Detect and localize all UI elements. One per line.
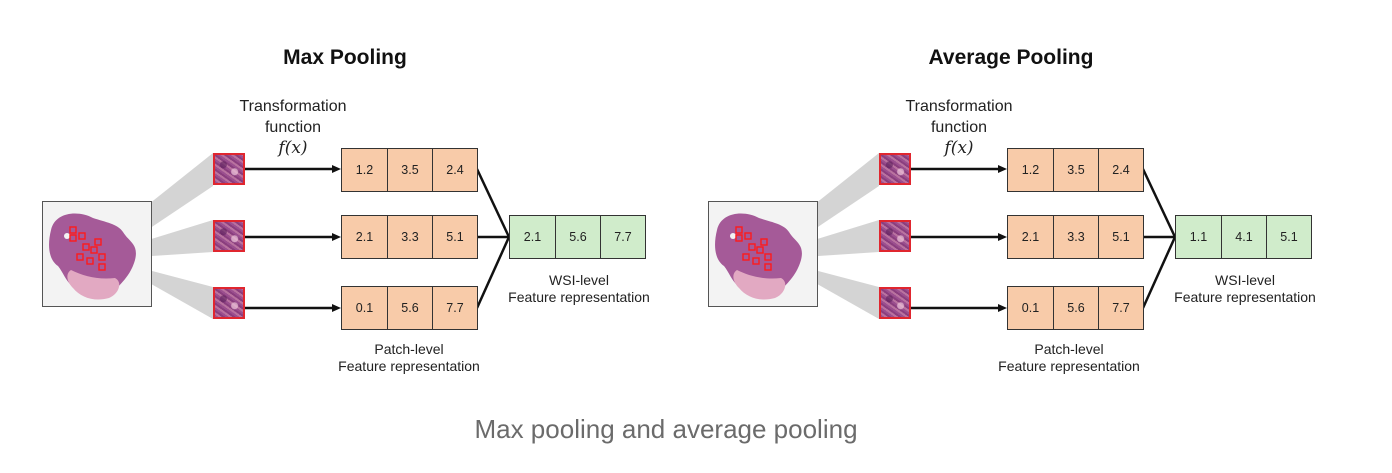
patch-label-line-1: Patch-level	[1034, 341, 1104, 357]
tissue-patch-3	[213, 287, 245, 319]
transform-function-formula: f(x)	[278, 138, 308, 158]
wsi-level-label: WSI-level Feature representation	[1174, 272, 1316, 306]
vector-cell: 5.6	[387, 287, 432, 329]
figure-caption: Max pooling and average pooling	[474, 414, 858, 444]
vector-cell: 1.2	[1021, 163, 1040, 177]
vector-cell: 2.4	[432, 149, 477, 191]
pool-line-1	[475, 168, 511, 238]
vector-cell: 7.7	[432, 287, 477, 329]
average-pooling-panel: Average Pooling Transformation function …	[666, 0, 1346, 400]
tissue-patch-3	[879, 287, 911, 319]
vector-cell: 2.1	[523, 230, 542, 244]
panel-title: Max Pooling	[283, 46, 407, 69]
vector-cell: 7.7	[1098, 287, 1143, 329]
arrow-1	[911, 165, 1007, 173]
wsi-feature-vector: 1.1 4.1 5.1	[1175, 215, 1312, 259]
vector-cell: 1.2	[355, 163, 374, 177]
patch-level-label: Patch-level Feature representation	[998, 341, 1140, 375]
vector-cell: 3.5	[387, 149, 432, 191]
vector-cell: 7.7	[600, 216, 645, 258]
vector-cell: 3.5	[1053, 149, 1098, 191]
tissue-patch-2	[213, 220, 245, 252]
tissue-patch-2	[879, 220, 911, 252]
max-pooling-panel: Max Pooling Transformation function f(x)…	[0, 0, 680, 400]
vector-cell: 3.3	[387, 216, 432, 258]
wsi-feature-vector: 2.1 5.6 7.7	[509, 215, 646, 259]
patch-label-line-2: Feature representation	[998, 358, 1140, 374]
vector-cell: 5.1	[432, 216, 477, 258]
wsi-label-line-1: WSI-level	[549, 272, 609, 288]
transformation-function-label: Transformation function f(x)	[240, 96, 347, 159]
whole-slide-image	[708, 201, 818, 307]
patch-feature-vector-3: 0.1 5.6 7.7	[1007, 286, 1144, 330]
wsi-label-line-2: Feature representation	[1174, 289, 1316, 305]
arrow-3	[911, 304, 1007, 312]
patch-feature-vector-3: 0.1 5.6 7.7	[341, 286, 478, 330]
vector-cell: 5.6	[1053, 287, 1098, 329]
transform-label-line-1: Transformation	[239, 98, 347, 115]
transform-label-line-2: function	[264, 119, 322, 136]
patch-level-label: Patch-level Feature representation	[338, 341, 480, 375]
vector-cell: 2.1	[1021, 230, 1040, 244]
patch-label-line-1: Patch-level	[374, 341, 444, 357]
vector-cell: 1.1	[1189, 230, 1208, 244]
patch-label-line-2: Feature representation	[338, 358, 480, 374]
pool-line-3	[1141, 236, 1177, 309]
pool-line-3	[475, 236, 511, 309]
vector-cell: 2.4	[1098, 149, 1143, 191]
patch-feature-vector-2: 2.1 3.3 5.1	[341, 215, 478, 259]
patch-feature-vector-2: 2.1 3.3 5.1	[1007, 215, 1144, 259]
vector-cell: 0.1	[1021, 301, 1040, 315]
transform-label-line-1: Transformation	[905, 98, 1013, 115]
transform-function-formula: f(x)	[944, 138, 974, 158]
vector-cell: 5.6	[555, 216, 600, 258]
whole-slide-image	[42, 201, 152, 307]
transform-label-line-2: function	[930, 119, 988, 136]
wsi-label-line-2: Feature representation	[508, 289, 650, 305]
vector-cell: 5.1	[1266, 216, 1311, 258]
tissue-slide-icon	[49, 213, 136, 300]
tissue-patch-1	[879, 153, 911, 185]
tissue-slide-icon	[715, 213, 802, 300]
tissue-patch-1	[213, 153, 245, 185]
vector-cell: 0.1	[355, 301, 374, 315]
transformation-function-label: Transformation function f(x)	[906, 96, 1013, 159]
arrow-2	[911, 233, 1007, 241]
patch-feature-vector-1: 1.2 3.5 2.4	[1007, 148, 1144, 192]
vector-cell: 3.3	[1053, 216, 1098, 258]
wsi-level-label: WSI-level Feature representation	[508, 272, 650, 306]
vector-cell: 4.1	[1221, 216, 1266, 258]
patch-feature-vector-1: 1.2 3.5 2.4	[341, 148, 478, 192]
arrow-1	[245, 165, 341, 173]
pool-line-1	[1141, 168, 1177, 238]
vector-cell: 5.1	[1098, 216, 1143, 258]
arrow-3	[245, 304, 341, 312]
arrow-2	[245, 233, 341, 241]
panel-title: Average Pooling	[928, 46, 1094, 69]
vector-cell: 2.1	[355, 230, 374, 244]
wsi-label-line-1: WSI-level	[1215, 272, 1275, 288]
